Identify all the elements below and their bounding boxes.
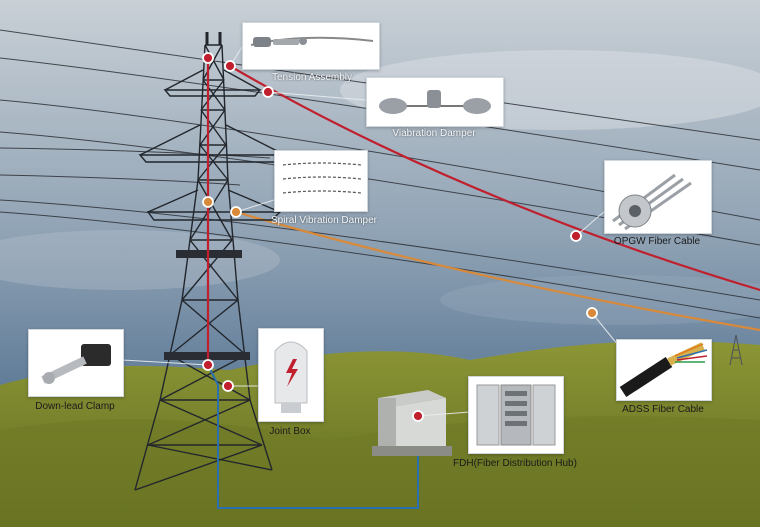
down-lead-clamp-image (28, 329, 124, 397)
adss-fiber-cable-label: ADSS Fiber Cable (622, 404, 704, 415)
adss-fiber-cable-image (616, 339, 712, 401)
adss-cable-icon (619, 342, 708, 398)
vibration-damper-image (366, 77, 504, 127)
opgw-cable-icon (612, 173, 692, 231)
clamp-icon (41, 344, 111, 384)
joint-box-icon (274, 341, 308, 413)
down-lead-clamp-label: Down-lead Clamp (35, 401, 115, 412)
fiber-route (207, 364, 419, 509)
opgw-fiber-cable-label: OPGW Fiber Cable (613, 236, 701, 247)
opgw-line (229, 65, 760, 292)
opgw-fiber-cable-image (604, 160, 712, 234)
spiral-vibration-damper-image (274, 150, 368, 212)
tension-assembly-image (242, 22, 380, 70)
fdh-label: FDH(Fiber Distribution Hub) (453, 458, 577, 469)
spiral-damper-icon (282, 162, 362, 194)
joint-box-image (258, 328, 324, 422)
fdh-open-cabinet-icon (476, 384, 556, 446)
spiral-vibration-damper-label: Spiral Vibration Damper (271, 215, 377, 226)
vibration-damper-icon (379, 90, 491, 114)
tension-assembly-label: Tension Assembly (271, 72, 353, 83)
fdh-cabinet (372, 390, 452, 456)
joint-box-label: Joint Box (269, 426, 311, 437)
distant-tower (729, 334, 743, 366)
vibration-damper-label: Viabration Damper (392, 128, 476, 139)
fdh-image (468, 376, 564, 454)
tension-assembly-icon (250, 36, 374, 47)
markers (202, 52, 598, 422)
adss-line (235, 210, 760, 332)
